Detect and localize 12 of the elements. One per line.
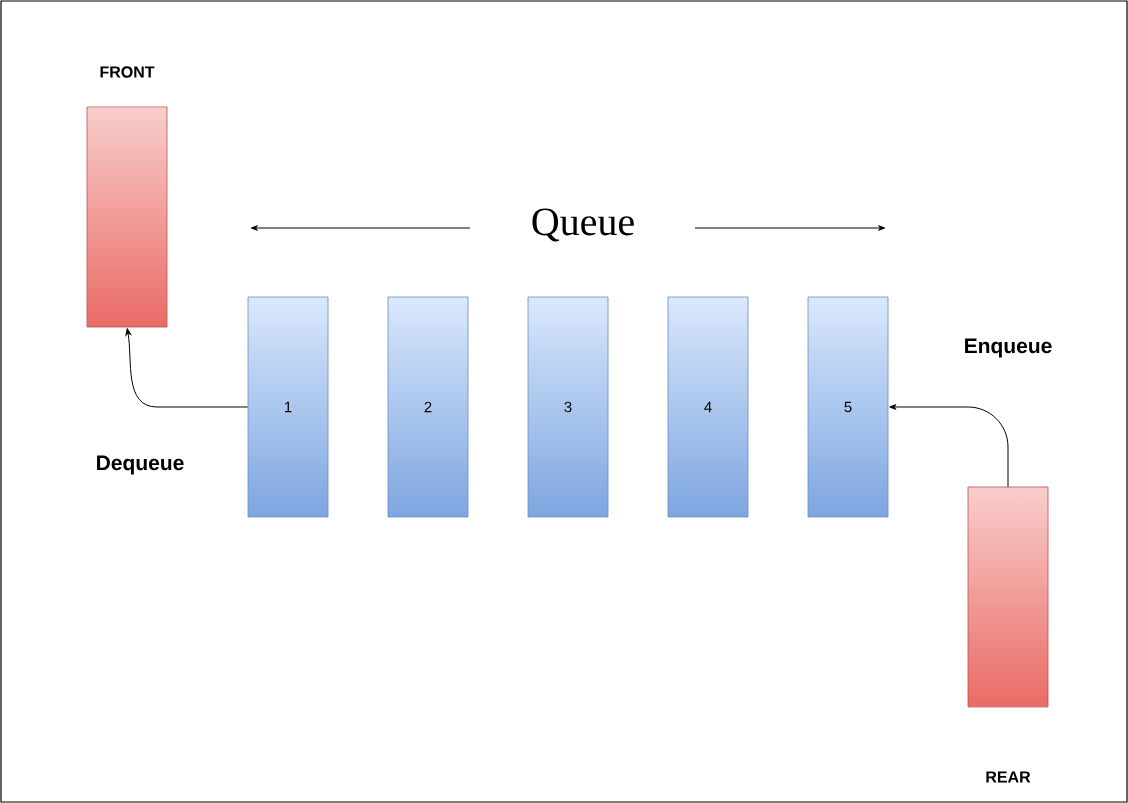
queue-cell: 5 [807,296,889,518]
queue-cell: 4 [667,296,749,518]
edge-label: Dequeue [93,453,187,477]
arrow [889,404,1009,488]
edge-label: Enqueue [961,336,1055,360]
arrow [125,328,249,408]
pointer-label: FRONT [100,66,155,78]
queue-cell: 3 [527,296,609,518]
queue-cell: 2 [387,296,469,518]
pointer-label: REAR [986,771,1031,783]
queue-title: Queue [532,208,634,242]
queue-cell: 1 [247,296,329,518]
